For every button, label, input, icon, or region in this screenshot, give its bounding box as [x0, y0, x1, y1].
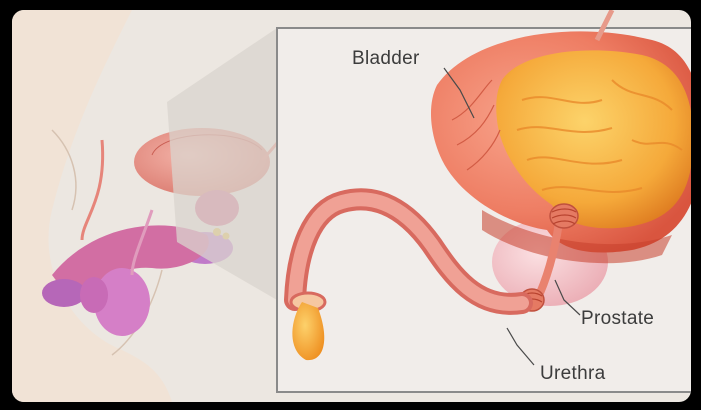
label-prostate: Prostate	[581, 308, 654, 330]
label-urethra: Urethra	[540, 363, 605, 385]
label-bladder: Bladder	[352, 48, 420, 70]
diagram-frame: Bladder Prostate Urethra	[12, 10, 691, 402]
